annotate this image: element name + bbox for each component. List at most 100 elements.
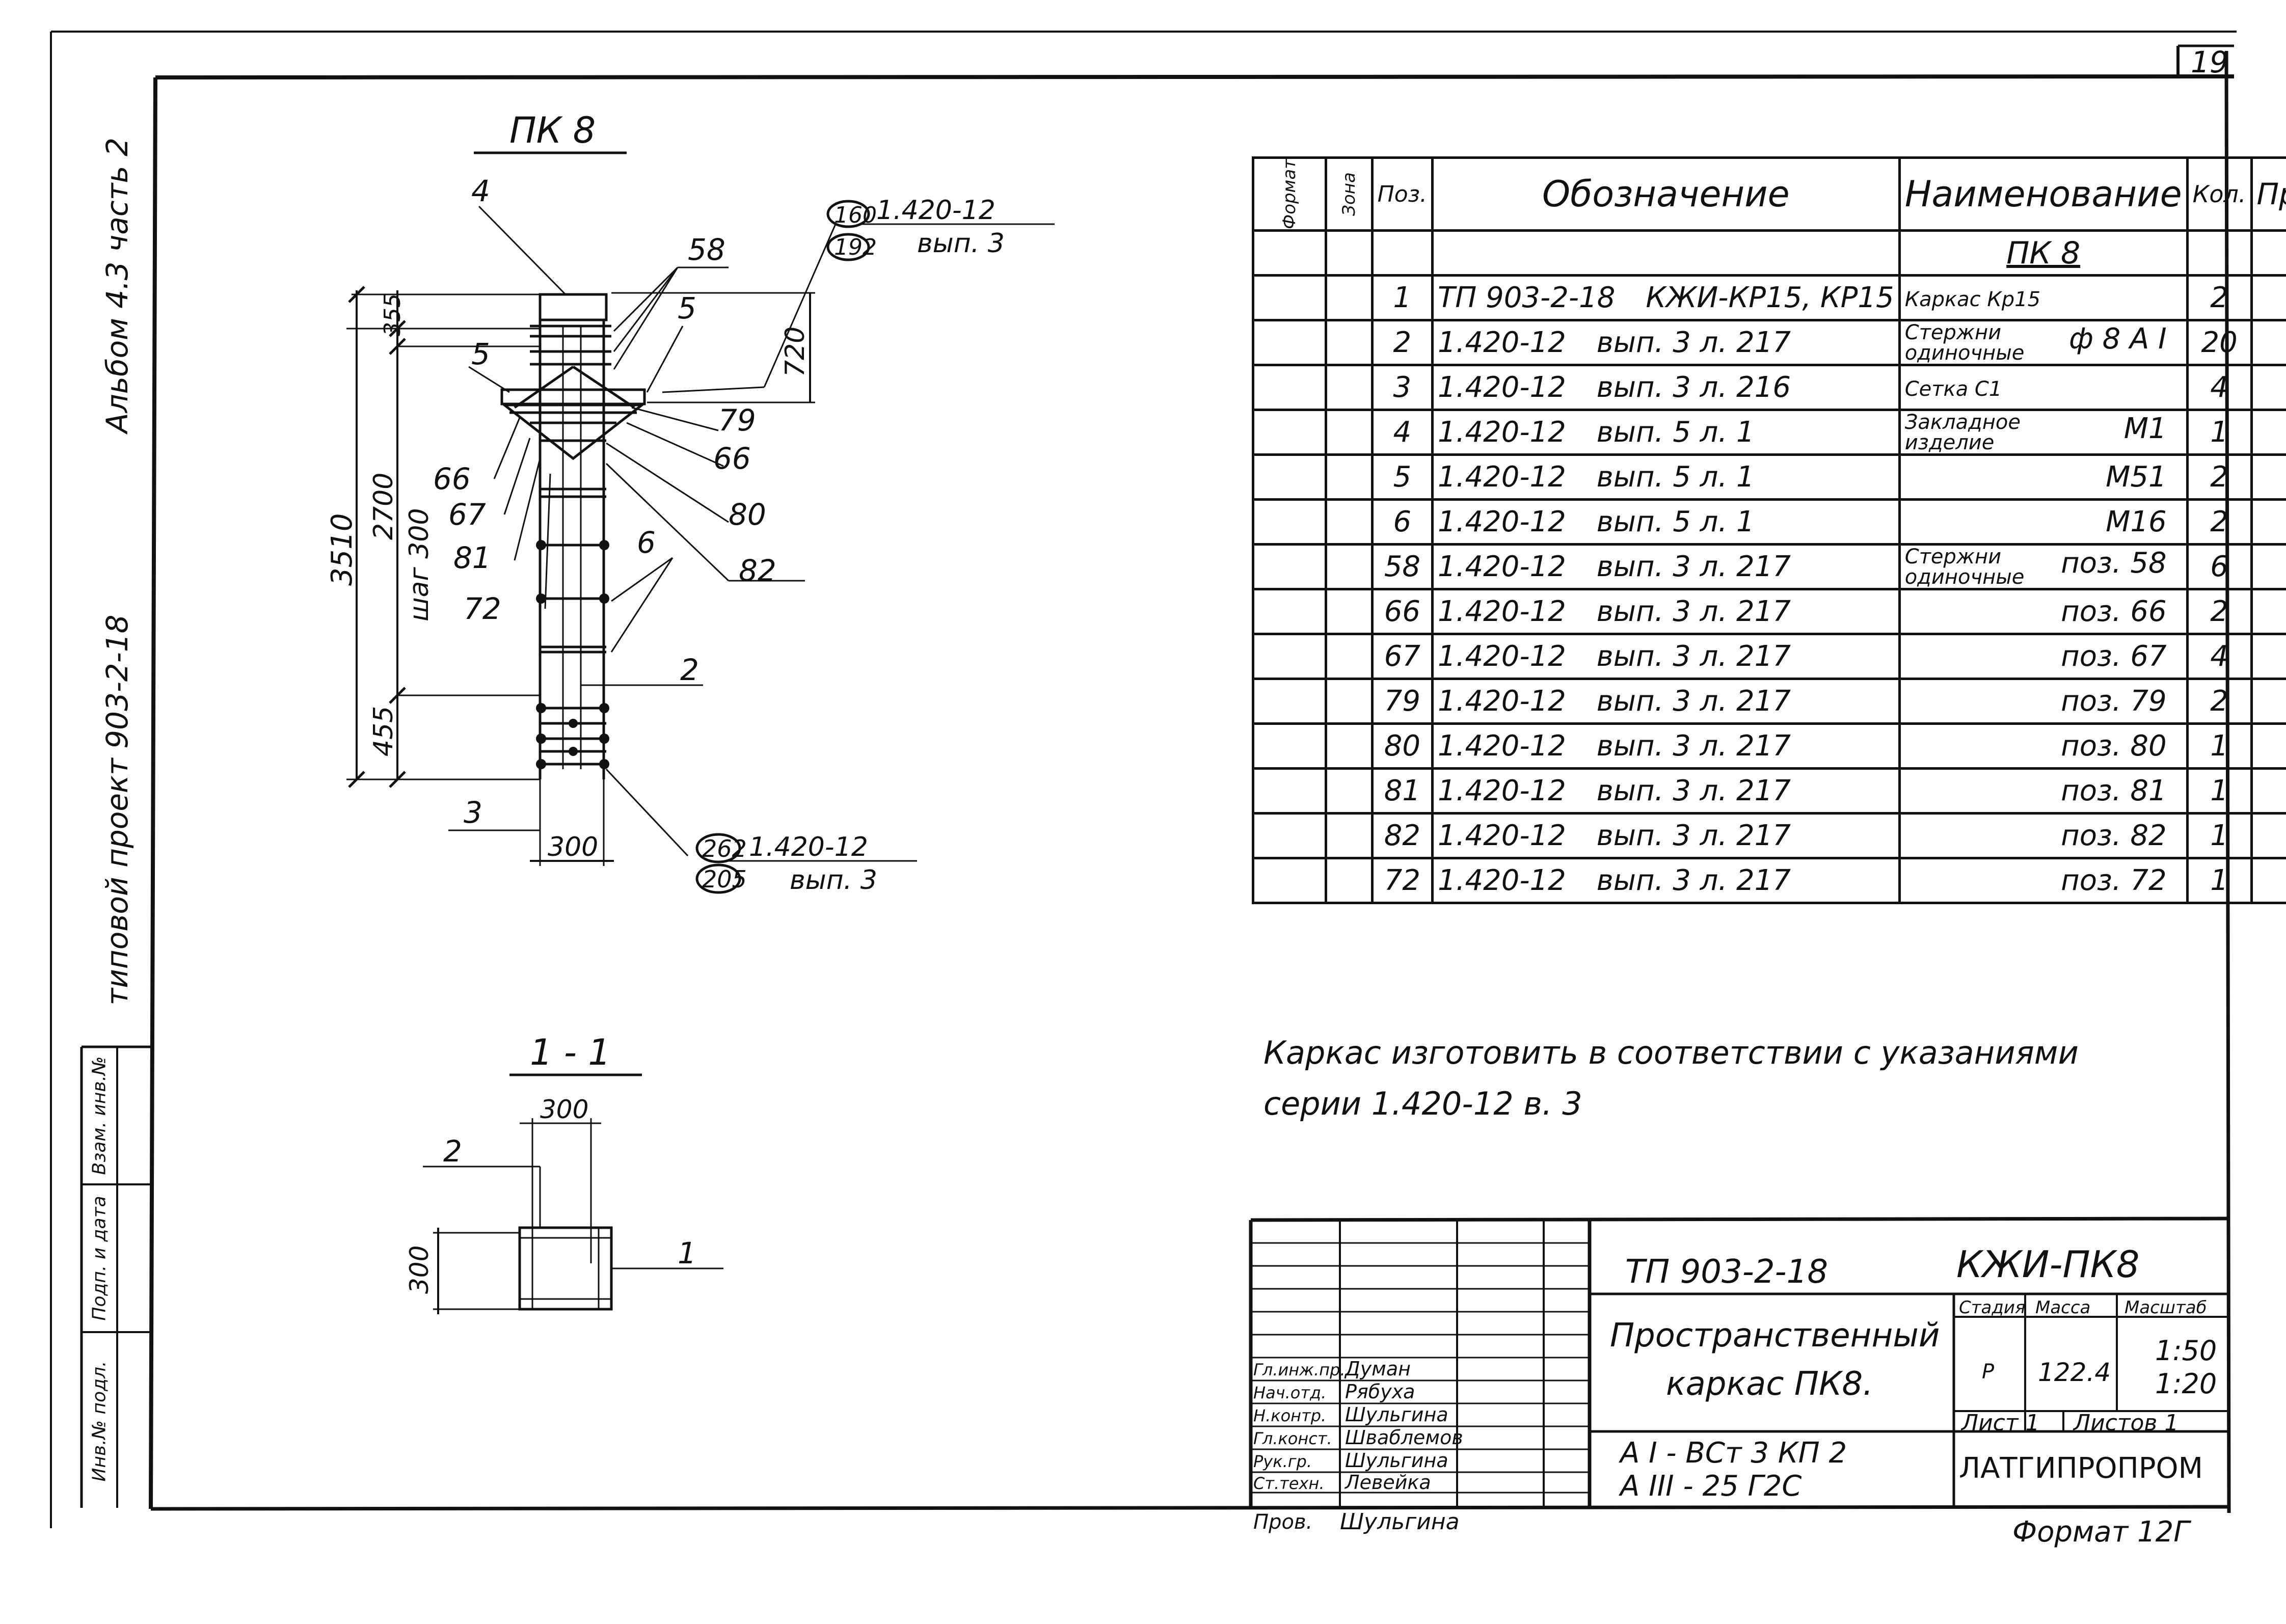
row-pos: 72 [1370, 857, 1434, 904]
format-label: Формат 12Г [2012, 1515, 2190, 1549]
dim-300: 300 [548, 832, 598, 862]
sig-name-3: Шульгина [1345, 1403, 1448, 1426]
sig-role-4: Гл.конст. [1253, 1429, 1332, 1448]
note-line-2: серии 1.420-12 в. 3 [1263, 1085, 1582, 1122]
section-dim-width: 300 [540, 1095, 588, 1124]
mass-value: 122.4 [2038, 1358, 2111, 1387]
row-name: поз. 81 [1898, 767, 2189, 815]
row-pos: 58 [1370, 543, 1434, 590]
row-pos: 81 [1370, 767, 1434, 815]
callout-79: 79 [718, 403, 756, 438]
sheet-label: Лист 1 [1961, 1410, 2040, 1436]
ref-top-series: 1.420-12 [876, 195, 996, 226]
project-code: ТП 903-2-18 [1625, 1253, 1828, 1291]
stage-value: Р [1982, 1360, 1995, 1384]
callout-66-right: 66 [713, 441, 751, 476]
row-pos: 79 [1370, 678, 1434, 725]
row-pos: 1 [1370, 274, 1434, 321]
row-qty: 1 [2186, 812, 2253, 859]
sig-role-6: Ст.техн. [1253, 1474, 1325, 1493]
callout-82: 82 [739, 553, 776, 588]
ref-top-num-a: 160 [834, 202, 877, 228]
row-qty: 4 [2186, 633, 2253, 680]
main-view-title: ПК 8 [509, 110, 596, 151]
spec-subheader: ПК 8 [2006, 235, 2081, 271]
row-qty: 2 [2186, 453, 2253, 501]
sig-role-2: Нач.отд. [1253, 1383, 1327, 1402]
row-qty: 1 [2186, 409, 2253, 456]
organization-name: ЛАТГИПРОПРОМ [1959, 1452, 2203, 1485]
materials-line-1: А I - ВСт 3 КП 2 [1620, 1437, 1847, 1470]
sig-role-5: Рук.гр. [1253, 1452, 1312, 1471]
ref-bottom-series: 1.420-12 [749, 832, 868, 862]
callout-66-left: 66 [433, 462, 471, 496]
callout-5-left: 5 [471, 337, 490, 371]
section-dim-height: 300 [405, 1246, 434, 1294]
ref-bottom-num-a: 262 [702, 835, 747, 862]
row-name: поз. 66 [1898, 588, 2189, 635]
row-qty: 2 [2186, 498, 2253, 546]
ref-top-issue: вып. 3 [917, 228, 1005, 259]
callout-67: 67 [448, 497, 486, 532]
title-line-1: Пространственный [1610, 1317, 1940, 1355]
spec-subheader-row: ПК 8 [1252, 229, 2286, 277]
section-callout-2: 2 [443, 1134, 462, 1169]
header-qty: Кол. [2186, 156, 2253, 232]
stage-header: Стадия [1959, 1297, 2026, 1318]
callout-81: 81 [453, 540, 491, 575]
row-name: Каркас Кр15 [1898, 274, 2189, 321]
doc-code: КЖИ-ПК8 [1956, 1243, 2140, 1286]
row-pos: 82 [1370, 812, 1434, 859]
row-qty: 2 [2186, 588, 2253, 635]
row-pos: 66 [1370, 588, 1434, 635]
callout-58: 58 [688, 232, 725, 267]
row-name: Сетка С1 [1898, 364, 2189, 411]
row-name: поз. 80 [1898, 722, 2189, 770]
header-format: Формат [1252, 156, 1327, 232]
sig-name-7: Шульгина [1340, 1509, 1460, 1535]
header-designation: Обозначение [1431, 156, 1901, 232]
row-pos: 3 [1370, 364, 1434, 411]
header-zone: Зона [1324, 156, 1374, 232]
sig-name-1: Думан [1345, 1358, 1411, 1380]
dim-455: 455 [368, 706, 399, 756]
sig-role-1: Гл.инж.пр. [1253, 1360, 1346, 1379]
ref-top-num-b: 192 [834, 234, 877, 260]
row-qty: 1 [2186, 857, 2253, 904]
scale-value-1: 1:50 [2155, 1335, 2217, 1367]
sheet-number: 19 [2191, 45, 2228, 79]
header-pos: Поз. [1370, 156, 1434, 232]
sig-role-3: Н.контр. [1253, 1406, 1327, 1425]
callout-2: 2 [680, 653, 699, 687]
row-name: поз. 82 [1898, 812, 2189, 859]
callout-4: 4 [471, 174, 490, 208]
row-pos: 5 [1370, 453, 1434, 501]
row-qty: 20 [2186, 319, 2253, 366]
sig-name-4: Шваблемов [1345, 1426, 1463, 1449]
ref-bottom-num-b: 205 [702, 865, 747, 893]
frame-drawing: ПК 8 4 58 5 5 79 66 66 67 80 81 82 72 6 … [326, 110, 1055, 1314]
sig-name-5: Шульгина [1345, 1449, 1448, 1472]
